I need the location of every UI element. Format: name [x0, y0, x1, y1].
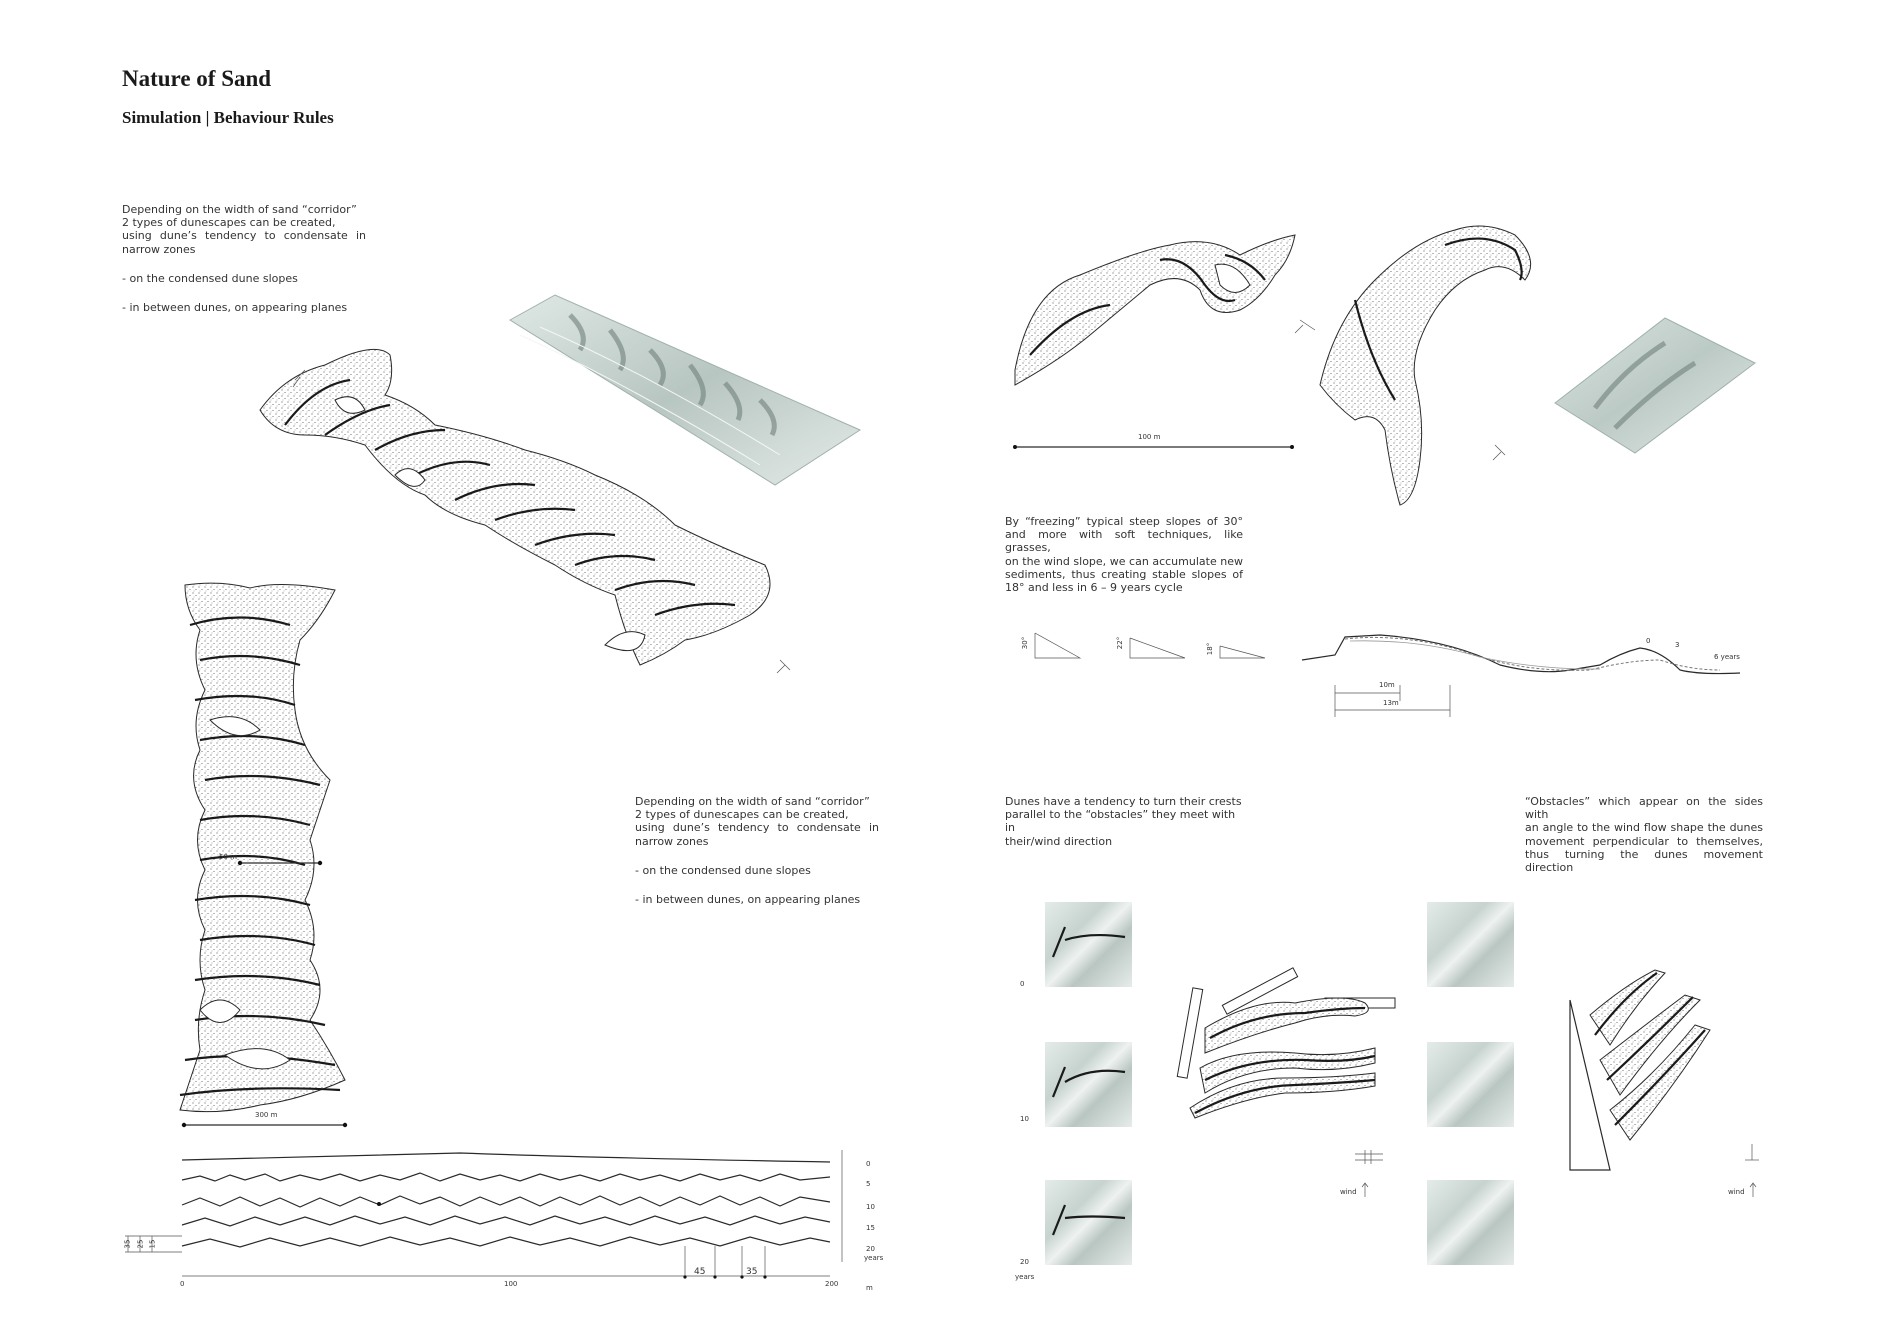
snapshot-sidewall-year-10 — [1427, 1042, 1514, 1127]
slope-section-drawing — [1301, 634, 1741, 717]
obstacle-wall-icon — [1745, 1144, 1759, 1161]
text-block-left: Depending on the width of sand “corridor… — [122, 203, 366, 314]
text-line: using dune’s tendency to condensate in — [122, 229, 366, 243]
snapshot-obstacle-year-10 — [1045, 1042, 1132, 1127]
profile-label-m: m — [866, 1284, 873, 1292]
wind-arrow-icon — [1749, 1182, 1757, 1197]
wind-arrow-icon — [1361, 1182, 1369, 1197]
text-line: By “freezing” typical steep slopes of 30… — [1005, 515, 1243, 528]
side-dim-15: 15 — [148, 1239, 157, 1249]
dune-curve-drawing-2 — [1319, 225, 1532, 506]
years-label: years — [1015, 1273, 1035, 1281]
text-line: movement perpendicular to themselves, — [1525, 834, 1763, 848]
text-line: on the wind slope, we can accumulate new — [1005, 554, 1243, 568]
scale-label-300m: 300 m — [255, 1111, 278, 1119]
profile-x-100: 100 — [504, 1280, 518, 1288]
text-line: Dunes have a tendency to turn their cres… — [1005, 795, 1242, 808]
profile-label-20: 20 — [866, 1245, 875, 1253]
text-line: and more with soft techniques, like gras… — [1005, 528, 1243, 555]
page-title: Nature of Sand — [122, 66, 272, 91]
text-line: narrow zones — [635, 834, 709, 848]
obstacle-symbol-icon — [1355, 1150, 1383, 1164]
text-bullet: - in between dunes, on appearing planes — [122, 301, 348, 315]
year-label-20: 20 — [1020, 1258, 1029, 1266]
slope-angle-triangles — [1034, 632, 1266, 659]
dune-profile-sections — [125, 1150, 843, 1279]
scale-label-50m: 50 m — [219, 853, 237, 861]
section-label-0: 0 — [1646, 637, 1651, 645]
text-block-crests: Dunes have a tendency to turn their cres… — [1005, 795, 1243, 848]
text-block-middle: Depending on the width of sand “corridor… — [635, 795, 879, 906]
text-block-obstacles: “Obstacles” which appear on the sides wi… — [1525, 795, 1763, 874]
profile-label-0: 0 — [866, 1160, 871, 1168]
text-line: 2 types of dunescapes can be created, — [122, 216, 336, 230]
text-line: narrow zones — [122, 242, 196, 256]
text-line: their/wind direction — [1005, 834, 1113, 848]
year-label-10: 10 — [1020, 1115, 1029, 1123]
dune-crest-obstacle-diagram — [1176, 967, 1396, 1119]
text-line: sediments, thus creating stable slopes o… — [1005, 567, 1243, 581]
profile-label-5: 5 — [866, 1180, 871, 1188]
scale-label-100m: 100 m — [1138, 433, 1161, 441]
year-label-0: 0 — [1020, 980, 1025, 988]
side-dim-25: 25 — [136, 1239, 145, 1249]
text-bullet: - on the condensed dune slopes — [122, 271, 298, 285]
text-line: an angle to the wind flow shape the dune… — [1525, 821, 1763, 835]
text-line: Depending on the width of sand “corridor… — [635, 795, 870, 808]
text-line: 2 types of dunescapes can be created, — [635, 808, 849, 822]
snapshot-sidewall-year-20 — [1427, 1180, 1514, 1265]
angle-label-22: 22° — [1116, 636, 1125, 650]
section-label-13m: 13m — [1383, 699, 1399, 707]
text-line: Depending on the width of sand “corridor… — [122, 203, 357, 216]
text-line: using dune’s tendency to condensate in — [635, 821, 879, 835]
text-line: “Obstacles” which appear on the sides wi… — [1525, 795, 1763, 822]
text-block-freezing: By “freezing” typical steep slopes of 30… — [1005, 515, 1243, 594]
dune-corridor-diagonal — [259, 348, 791, 674]
dimension-45: 45 — [694, 1267, 706, 1277]
wind-label-2: wind — [1728, 1188, 1745, 1196]
dune-corridor-vertical — [179, 582, 346, 1113]
text-bullet: - on the condensed dune slopes — [635, 863, 811, 877]
terrain-render-diagonal — [509, 294, 862, 486]
profile-label-15: 15 — [866, 1224, 875, 1232]
section-label-3: 3 — [1675, 641, 1680, 649]
scale-bar-300m — [181, 1122, 348, 1128]
text-line: parallel to the “obstacles” they meet wi… — [1005, 808, 1236, 835]
profile-label-10: 10 — [866, 1203, 875, 1211]
snapshot-obstacle-year-20 — [1045, 1180, 1132, 1265]
profile-x-200: 200 — [825, 1280, 839, 1288]
angle-label-18: 18° — [1206, 642, 1215, 656]
angle-label-30: 30° — [1021, 636, 1030, 650]
dune-sidewall-diagram — [1569, 969, 1711, 1171]
text-bullet: - in between dunes, on appearing planes — [635, 893, 861, 907]
dimension-35: 35 — [746, 1267, 758, 1277]
side-dim-35: 35 — [123, 1239, 132, 1249]
profile-x-0: 0 — [180, 1280, 185, 1288]
snapshot-sidewall-year-0 — [1427, 902, 1514, 987]
wind-label-1: wind — [1340, 1188, 1357, 1196]
text-line: 18° and less in 6 – 9 years cycle — [1005, 581, 1183, 595]
dune-curve-drawing-1 — [1014, 234, 1316, 386]
snapshot-obstacle-year-0 — [1045, 902, 1132, 987]
page-subtitle: Simulation | Behaviour Rules — [122, 108, 334, 127]
text-line: thus turning the dunes movement directio… — [1525, 847, 1763, 875]
profile-label-years: years — [864, 1254, 884, 1262]
section-label-10m: 10m — [1379, 681, 1395, 689]
terrain-render-small — [1554, 317, 1756, 454]
section-label-6years: 6 years — [1714, 653, 1740, 661]
scale-bar-100m — [1013, 445, 1294, 449]
